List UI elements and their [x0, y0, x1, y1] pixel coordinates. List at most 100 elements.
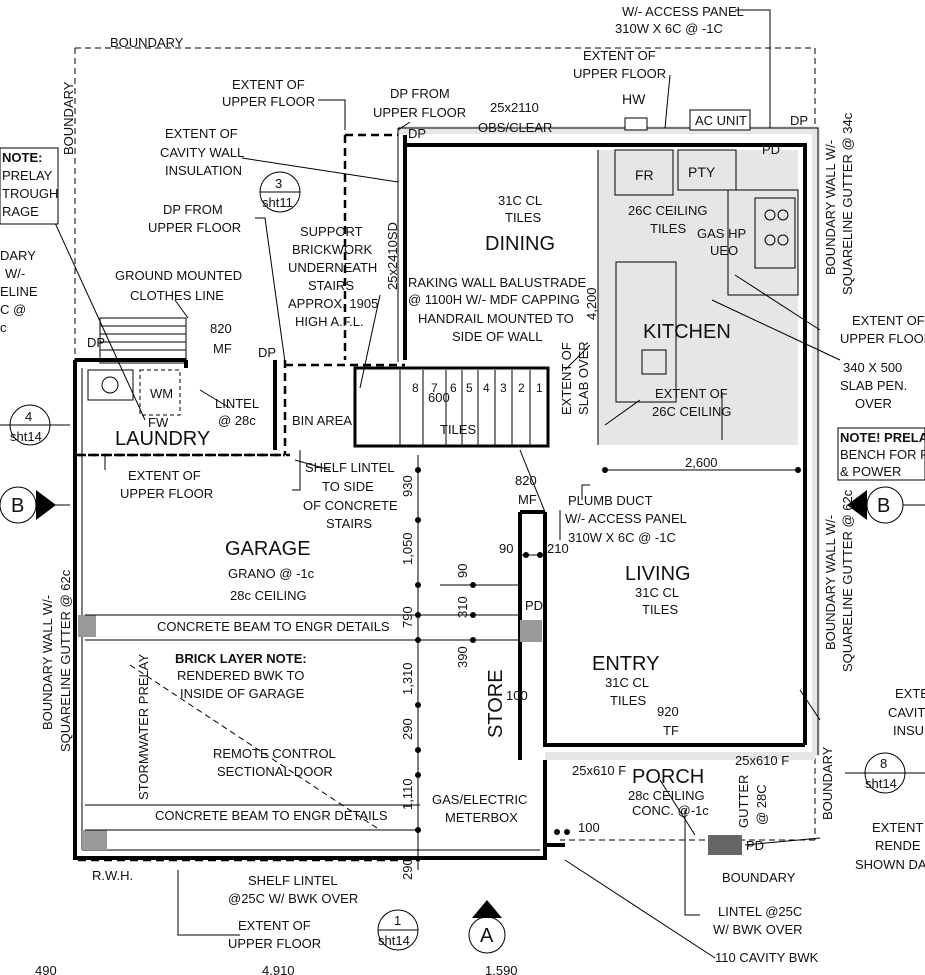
- dimension-ticks: [415, 467, 801, 835]
- support2: BRICKWORK: [292, 242, 373, 257]
- boundary-wall-l1: BOUNDARY WALL W/-: [40, 595, 55, 730]
- laundry-dashed-wall: [75, 360, 405, 457]
- extent-slab2: SLAB OVER: [576, 341, 591, 415]
- boundary-wall-r4: SQUARELINE GUTTER @ 62c: [840, 489, 855, 672]
- section-b-right: B: [847, 486, 925, 524]
- laundry-fixtures: [87, 317, 187, 416]
- ac-unit: AC UNIT: [695, 113, 747, 128]
- stair-number: 6: [450, 381, 457, 395]
- right-wall-hatch: [812, 126, 820, 756]
- living-finish2: TILES: [642, 602, 678, 617]
- boundary-line: [74, 47, 816, 841]
- dim-930: 930: [400, 475, 415, 497]
- opening-25x610a: 25x610 F: [572, 763, 626, 778]
- extent-render3: SHOWN DA: [855, 857, 925, 872]
- section-number: 3: [275, 176, 282, 191]
- pd-top-right: PD: [762, 142, 780, 157]
- porch-conc: CONC. @-1c: [632, 803, 709, 818]
- store-name: STORE: [485, 669, 507, 738]
- extent-upper-l1: EXTENT OF: [128, 468, 201, 483]
- support4: STAIRS: [308, 278, 354, 293]
- section-marker-8: 8 sht14: [845, 752, 925, 794]
- entry-name: ENTRY: [592, 653, 659, 675]
- dim-310: 310: [455, 596, 470, 618]
- porch-wall: [543, 760, 565, 847]
- concrete-beam1: CONCRETE BEAM TO ENGR DETAILS: [157, 619, 390, 634]
- kitchen-ueo: UEO: [710, 243, 738, 258]
- extent-cavity3: INSULATION: [165, 163, 242, 178]
- lintel-25c1: LINTEL @25C: [718, 904, 802, 919]
- exte1: EXTE: [895, 686, 925, 701]
- porch-ceiling: 28c CEILING: [628, 788, 705, 803]
- lintel-28c2: @ 28c: [218, 413, 256, 428]
- mf-label: MF: [213, 341, 232, 356]
- section-letter: A: [480, 925, 494, 947]
- note-bench-box: [837, 427, 925, 481]
- extent-cavity1: EXTENT OF: [165, 126, 238, 141]
- dining-finish: 31C CL: [498, 193, 542, 208]
- boundary-bottom: BOUNDARY: [722, 870, 796, 885]
- dim-1310: 1,310: [400, 662, 415, 695]
- section-letter: B: [11, 495, 24, 517]
- section-marker-1: 1 sht14: [377, 909, 419, 951]
- bin-area: BIN AREA: [292, 413, 352, 428]
- boundary-right-bottom: BOUNDARY: [820, 746, 835, 820]
- shelf-lintel4: STAIRS: [326, 516, 372, 531]
- raking3: HANDRAIL MOUNTED TO: [418, 311, 574, 326]
- extent-upper-tl2: UPPER FLOOR: [222, 94, 315, 109]
- sd-25x2410: 25x2410SD: [385, 222, 400, 290]
- slab-pen1: 340 X 500: [843, 360, 902, 375]
- porch-name: PORCH: [632, 766, 704, 788]
- support5: APPROX. 1905: [288, 296, 378, 311]
- stair-number: 4: [483, 381, 490, 395]
- opening-obs: OBS/CLEAR: [478, 120, 552, 135]
- section-number: 8: [880, 756, 887, 771]
- boundary-left: BOUNDARY: [61, 81, 76, 155]
- section-letter: B: [877, 495, 890, 517]
- dp-from-upper1: DP FROM: [390, 86, 450, 101]
- boundary-wall-r1: BOUNDARY WALL W/-: [823, 140, 838, 275]
- tf-label: TF: [663, 723, 679, 738]
- plumb3: 310W X 6C @ -1C: [568, 530, 676, 545]
- extent-cavity2: CAVITY WALL: [160, 145, 244, 160]
- dim-390: 390: [455, 646, 470, 668]
- ground-clothes2: CLOTHES LINE: [130, 288, 224, 303]
- kitchen-fr: FR: [635, 167, 654, 183]
- dim-100b: 100: [578, 820, 600, 835]
- kitchen-ceiling: 26C CEILING: [628, 203, 707, 218]
- dim-290b: 290: [400, 858, 415, 880]
- remote2: SECTIONAL DOOR: [217, 764, 333, 779]
- dim-1110: 1,110: [400, 778, 415, 810]
- note-left-a: DARY: [0, 248, 36, 263]
- note-left-e: c: [0, 320, 7, 335]
- gas-meter1: GAS/ELECTRIC: [432, 792, 527, 807]
- room-labels: 31C CL TILES DINING FR PTY 26C CEILING T…: [115, 164, 746, 818]
- access-panel-top: W/- ACCESS PANEL: [622, 4, 744, 19]
- lintel-28c1: LINTEL: [215, 396, 259, 411]
- stair-number: 8: [412, 381, 419, 395]
- dp-top-right: DP: [790, 113, 808, 128]
- tf-920: 920: [657, 704, 679, 719]
- raking2: @ 1100H W/- MDF CAPPING: [408, 292, 580, 307]
- boundary-wall-l2: SQUARELINE GUTTER @ 62c: [58, 569, 73, 752]
- raking4: SIDE OF WALL: [452, 329, 543, 344]
- mf-b: MF: [518, 492, 537, 507]
- extent-upper-tr2: UPPER FLOOR: [573, 66, 666, 81]
- dim-90b: 90: [455, 564, 470, 578]
- extent-upper-r1: EXTENT OF: [852, 313, 925, 328]
- porch-pier: [708, 835, 742, 855]
- support1: SUPPORT: [300, 224, 363, 239]
- extent-26c1: EXTENT OF: [655, 386, 728, 401]
- dim-4910: 4,910: [262, 963, 295, 975]
- kitchen-fixtures: [614, 149, 799, 403]
- living-name: LIVING: [625, 563, 691, 585]
- hw-label: HW: [622, 91, 646, 107]
- note-left-b: W/-: [5, 266, 25, 281]
- note-prelay2: PRELAY: [2, 168, 53, 183]
- stair-number: 3: [500, 381, 507, 395]
- living-entry-wall: [543, 512, 805, 747]
- section-a: A: [468, 900, 506, 954]
- dim-2600: 2,600: [685, 455, 718, 470]
- gutter1: GUTTER: [736, 775, 751, 828]
